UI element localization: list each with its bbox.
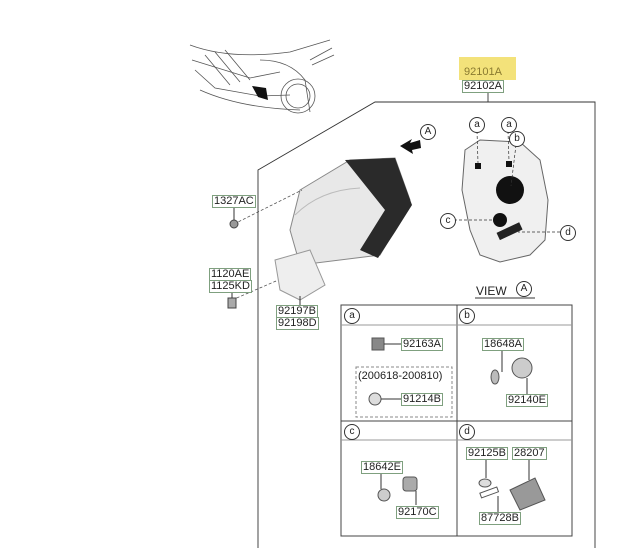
nut-drawing (229, 219, 239, 229)
socket-92170C-drawing (402, 476, 418, 492)
part-label-92102A[interactable]: 92102A (462, 80, 504, 93)
view-a-callout: A (420, 124, 436, 140)
part-label-1327AC[interactable]: 1327AC (212, 195, 256, 208)
clip-92163A-drawing (371, 337, 385, 351)
bracket-drawing (274, 249, 326, 301)
gasket-92125B-drawing (478, 478, 492, 488)
part-label-18642E[interactable]: 18642E (361, 461, 403, 474)
cell-d-letter: d (459, 424, 475, 440)
part-label-91214B[interactable]: 91214B (401, 393, 443, 406)
part-label-92101A[interactable]: 92101A (464, 66, 502, 78)
headlamp-assembly-drawing (289, 157, 412, 266)
part-label-92170C[interactable]: 92170C (396, 506, 439, 519)
view-arrow-icon (400, 139, 421, 154)
cell-c-letter: c (344, 424, 360, 440)
headlamp-rear-view-drawing (461, 139, 549, 263)
headlamp-location-marker (252, 86, 268, 100)
cell-b-letter: b (459, 308, 475, 324)
cell-a-letter: a (344, 308, 360, 324)
date-range: (200618-200810) (358, 370, 443, 382)
callout-b: b (509, 131, 525, 147)
car-front-sketch (189, 39, 335, 114)
view-title: VIEW (476, 284, 507, 298)
part-label-1125KD[interactable]: 1125KD (209, 280, 252, 293)
part-label-28207[interactable]: 28207 (512, 447, 547, 460)
bolt-drawing (227, 297, 237, 309)
label-87728B-drawing (479, 486, 500, 499)
bulb-18642E-drawing (377, 488, 391, 502)
callout-c: c (440, 213, 456, 229)
cap-91214B-drawing (368, 392, 382, 406)
part-label-92163A[interactable]: 92163A (401, 338, 443, 351)
part-label-92198D[interactable]: 92198D (276, 317, 319, 330)
callout-a-1: a (469, 117, 485, 133)
parts-grid (340, 304, 573, 537)
callout-a-2: a (501, 117, 517, 133)
callout-d: d (560, 225, 576, 241)
part-label-92140E[interactable]: 92140E (506, 394, 548, 407)
highlight-marker (459, 57, 516, 80)
part-label-92125B[interactable]: 92125B (466, 447, 508, 460)
part-label-87728B[interactable]: 87728B (479, 512, 521, 525)
module-28207-drawing (509, 477, 546, 511)
part-label-18648A[interactable]: 18648A (482, 338, 524, 351)
bulb-18648A-drawing (490, 369, 500, 385)
cover-92140E-drawing (511, 357, 533, 379)
view-title-circle: A (516, 281, 532, 297)
